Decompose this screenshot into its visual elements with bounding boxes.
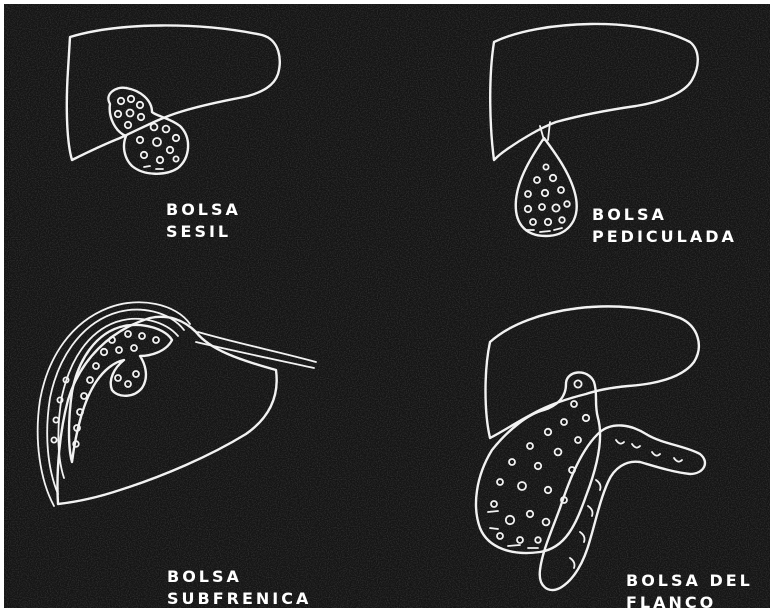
colon-flanco [540, 425, 705, 590]
liver-flanco [486, 306, 699, 438]
label-line-1: BOLSA DEL [626, 570, 753, 592]
illustration-board: BOLSA SESIL [4, 4, 770, 608]
label-bolsa-del-flanco: BOLSA DEL FLANCO [626, 570, 753, 608]
panel-flanco [4, 4, 770, 608]
label-line-2: FLANCO [626, 592, 753, 608]
cyst-flanco [476, 372, 600, 553]
